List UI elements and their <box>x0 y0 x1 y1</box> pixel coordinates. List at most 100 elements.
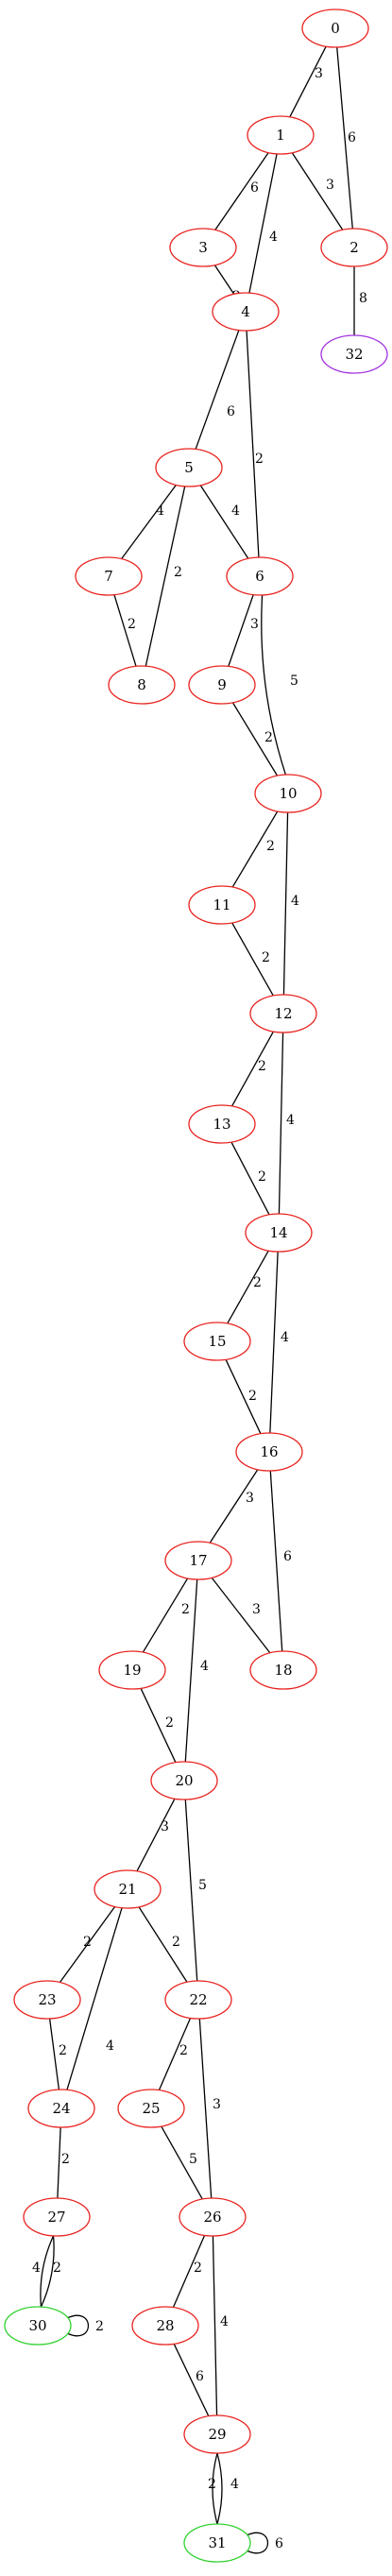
node-22: 22 <box>164 1980 232 2020</box>
edge-weight-label: 6 <box>250 180 259 196</box>
node-label: 32 <box>345 346 363 363</box>
edge-27-30 <box>40 2235 55 2308</box>
node-ellipse <box>188 885 256 925</box>
edge-weight-label: 2 <box>83 1935 92 1950</box>
node-7: 7 <box>75 556 143 596</box>
edge-21-24 <box>66 1907 123 2090</box>
node-23: 23 <box>13 1980 81 2020</box>
node-label: 26 <box>203 2209 221 2226</box>
node-label: 17 <box>189 1552 207 1569</box>
edge-5-7 <box>121 485 177 559</box>
node-label: 31 <box>208 2534 226 2551</box>
edge-weight-label: 6 <box>227 404 235 419</box>
edge-weight-label: 2 <box>174 565 182 580</box>
node-label: 20 <box>175 1772 193 1789</box>
node-11: 11 <box>188 885 256 925</box>
edge-15-16 <box>225 1359 262 1434</box>
node-label: 3 <box>198 239 208 256</box>
node-4: 4 <box>212 292 280 332</box>
edge-0-2 <box>336 46 353 230</box>
node-2: 2 <box>320 228 388 267</box>
node-25: 25 <box>117 2089 185 2128</box>
edge-29-31 <box>216 2452 223 2525</box>
edge-weight-label: 2 <box>248 1389 257 1404</box>
edge-weight-label: 2 <box>208 2477 216 2492</box>
edge-12-14 <box>278 1032 284 1215</box>
node-0: 0 <box>301 9 369 48</box>
edge-weight-label: 2 <box>179 2043 188 2058</box>
edge-weight-label: 6 <box>348 130 356 145</box>
edge-20-21 <box>136 1798 176 1872</box>
node-20: 20 <box>150 1761 218 1800</box>
node-26: 26 <box>179 2197 247 2237</box>
edges-layer <box>40 45 355 2554</box>
edge-weight-label: 4 <box>106 2039 114 2054</box>
node-ellipse <box>27 2089 95 2128</box>
edge-27-30-b <box>40 2235 55 2308</box>
edge-weight-label: 6 <box>275 2536 283 2551</box>
edge-25-26 <box>161 2125 203 2200</box>
node-1: 1 <box>247 115 315 155</box>
edge-weight-label: 2 <box>262 950 270 965</box>
edge-21-23 <box>59 1906 116 1983</box>
node-9: 9 <box>188 665 256 705</box>
node-ellipse <box>155 448 223 487</box>
edge-30-30 <box>66 2314 89 2337</box>
node-ellipse <box>249 1650 317 1690</box>
edge-14-15 <box>227 1250 269 1324</box>
edge-weight-label: 4 <box>156 503 164 519</box>
node-ellipse <box>183 1322 251 1361</box>
edge-weight-label: 6 <box>283 1549 292 1564</box>
node-label: 6 <box>255 568 264 585</box>
node-label: 19 <box>123 1662 141 1679</box>
edge-weight-label: 3 <box>246 1491 254 1506</box>
edge-7-8 <box>113 594 137 667</box>
edge-20-22 <box>184 1799 198 1982</box>
edge-4-6 <box>246 330 260 558</box>
node-ellipse <box>179 2197 247 2237</box>
node-label: 30 <box>28 2317 46 2334</box>
node-label: 14 <box>269 1224 287 1241</box>
node-28: 28 <box>131 2306 199 2346</box>
edge-weight-label: 3 <box>250 617 259 632</box>
edge-24-27 <box>57 2126 61 2199</box>
node-29: 29 <box>183 2414 251 2454</box>
node-ellipse <box>164 1541 232 1580</box>
edge-23-24 <box>48 2018 60 2090</box>
node-ellipse <box>235 1432 303 1472</box>
node-label: 25 <box>142 2100 160 2117</box>
edge-6-10 <box>261 594 287 776</box>
edge-weight-label: 4 <box>269 230 278 245</box>
edge-weight-label: 2 <box>266 839 275 854</box>
node-ellipse <box>131 2306 199 2346</box>
edge-weight-label: 2 <box>181 1602 190 1617</box>
node-ellipse <box>117 2089 185 2128</box>
edge-weight-label: 2 <box>95 2319 104 2334</box>
edge-weight-label: 2 <box>258 1169 266 1185</box>
node-ellipse <box>249 994 317 1033</box>
node-14: 14 <box>245 1213 313 1253</box>
edge-weight-label: 2 <box>258 1059 266 1074</box>
edge-19-20 <box>140 1688 177 1763</box>
node-ellipse <box>301 9 369 48</box>
edge-weight-label: 2 <box>194 2260 202 2276</box>
edge-weight-label: 6 <box>196 2369 204 2384</box>
edge-weight-label: 3 <box>252 1602 261 1617</box>
node-30: 30 <box>4 2306 72 2346</box>
edge-12-13 <box>231 1031 274 1107</box>
node-ellipse <box>245 1213 313 1253</box>
node-ellipse <box>188 1104 256 1144</box>
node-label: 10 <box>279 785 297 802</box>
edge-weight-label: 4 <box>200 1659 209 1674</box>
node-label: 4 <box>241 303 250 320</box>
node-ellipse <box>13 1980 81 2020</box>
edge-weight-label: 4 <box>32 2260 41 2276</box>
edge-22-26 <box>198 2018 213 2199</box>
node-ellipse <box>183 2523 251 2563</box>
edge-16-18 <box>269 1470 283 1652</box>
edge-1-4 <box>248 153 278 294</box>
edge-weight-label: 2 <box>255 452 264 467</box>
node-label: 16 <box>260 1443 278 1460</box>
edge-1-2 <box>291 152 344 230</box>
node-ellipse <box>169 228 237 267</box>
